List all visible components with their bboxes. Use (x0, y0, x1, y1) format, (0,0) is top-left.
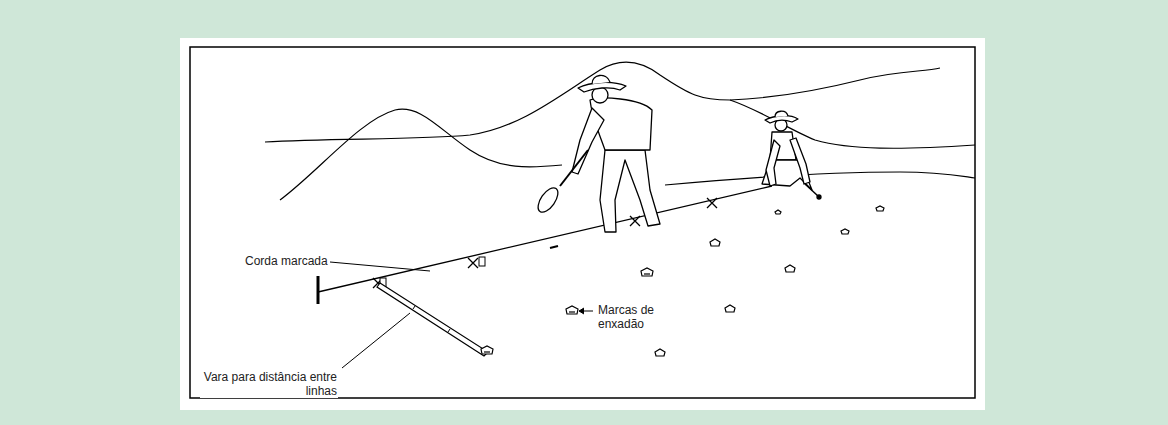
leader-lines (330, 262, 593, 368)
spacing-pole (377, 283, 488, 356)
white-panel (180, 38, 985, 410)
farmer-kneeling (762, 111, 821, 199)
callout-label: Corda marcada (244, 254, 329, 268)
frame (190, 47, 975, 398)
hoe-marks (481, 206, 884, 356)
callout-label: Marcas de enxadão (597, 303, 661, 331)
callout-label: Vara para distância entre linhas (200, 370, 338, 398)
farmer-hoeing (534, 75, 660, 232)
